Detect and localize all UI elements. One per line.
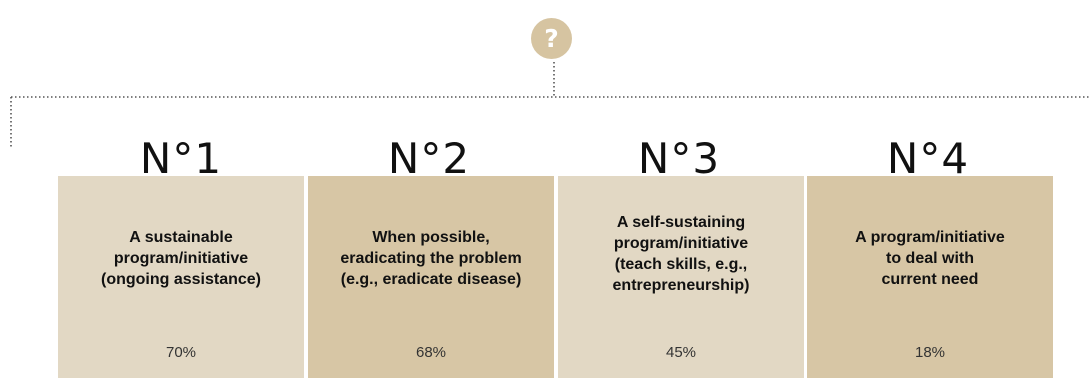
card-title: A sustainable program/initiative (ongoin… — [58, 227, 304, 290]
card-percentage: 18% — [914, 344, 946, 361]
ranking-card-3: A self-sustaining program/initiative (te… — [558, 176, 804, 378]
card-title: When possible, eradicating the problem (… — [308, 227, 554, 290]
card-percentage: 45% — [665, 344, 697, 361]
card-title-line: (e.g., eradicate disease) — [340, 271, 522, 288]
ranking-card-2: When possible, eradicating the problem (… — [308, 176, 554, 378]
card-title-line: program/initiative — [613, 235, 749, 252]
card-percentage: 70% — [165, 344, 197, 361]
question-mark-icon: ? — [531, 18, 572, 59]
card-title-line: entrepreneurship) — [612, 277, 750, 294]
card-title: A self-sustaining program/initiative (te… — [558, 212, 804, 296]
card-title-line: to deal with — [886, 250, 974, 267]
rank-label-2: N°2 — [387, 134, 471, 183]
card-title-line: eradicating the problem — [340, 250, 522, 267]
card-title-line: A sustainable — [129, 229, 233, 246]
rank-label-3: N°3 — [637, 134, 721, 183]
ranking-card-4: A program/initiative to deal with curren… — [807, 176, 1053, 378]
card-title: A program/initiative to deal with curren… — [807, 227, 1053, 290]
card-title-line: A program/initiative — [855, 229, 1005, 246]
card-title-line: current need — [881, 271, 979, 288]
rank-label-1: N°1 — [139, 134, 223, 183]
card-title-line: program/initiative — [113, 250, 249, 267]
card-title-line: (teach skills, e.g., — [614, 256, 748, 273]
ranking-card-1: A sustainable program/initiative (ongoin… — [58, 176, 304, 378]
card-title-line: A self-sustaining — [616, 214, 746, 231]
card-title-line: When possible, — [372, 229, 490, 246]
rank-label-4: N°4 — [886, 134, 970, 183]
card-title-line: (ongoing assistance) — [100, 271, 262, 288]
card-percentage: 68% — [415, 344, 447, 361]
